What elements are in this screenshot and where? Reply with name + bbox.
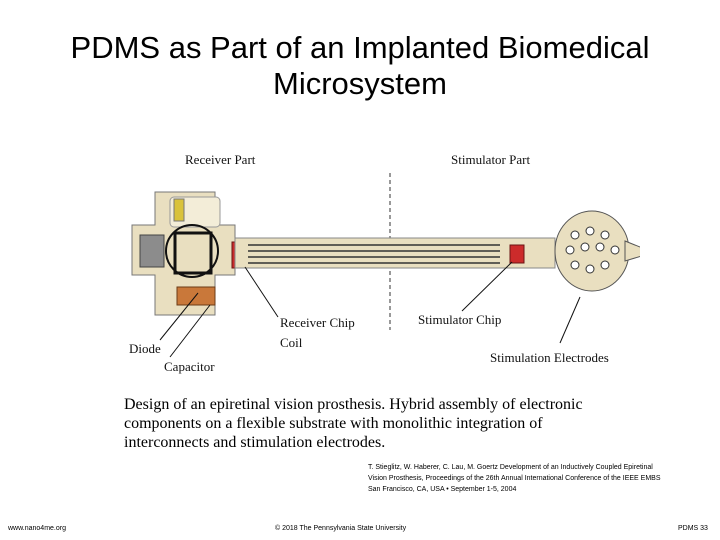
capacitor-pointer	[169, 304, 211, 358]
receiver-chip-pointer	[244, 266, 279, 318]
slide-title: PDMS as Part of an Implanted Biomedical …	[0, 30, 720, 102]
stimulator-chip-pointer	[461, 261, 513, 312]
coil-frame	[173, 231, 213, 275]
figure-caption: Design of an epiretinal vision prosthesi…	[124, 395, 644, 452]
electrode-tab	[624, 240, 646, 262]
reference-line-2: Vision Prosthesis, Proceedings of the 26…	[368, 475, 661, 482]
prosthesis-diagram	[131, 173, 646, 358]
stimulator-chip-block	[509, 244, 525, 264]
footer-page-number: PDMS 33	[678, 525, 708, 532]
caption-line-1: Design of an epiretinal vision prosthesi…	[124, 396, 583, 413]
stimulator-part-label: Stimulator Part	[451, 152, 531, 167]
diode-block	[139, 234, 165, 268]
footer-copyright: © 2018 The Pennsylvania State University	[275, 525, 407, 532]
electrodes-pointer	[559, 296, 581, 344]
caption-line-3: interconnects and stimulation electrodes…	[124, 434, 386, 451]
electrode-dots	[565, 226, 620, 274]
prosthesis-figure: Receiver Part Stimulator Part Receiver C…	[120, 145, 646, 385]
caption-line-2: components on a flexible substrate with …	[124, 415, 543, 432]
reference-citation: T. Stieglitz, W. Haberer, C. Lau, M. Goe…	[368, 462, 713, 495]
title-line-1: PDMS as Part of an Implanted Biomedical	[70, 30, 650, 65]
diode-pointer	[159, 292, 199, 341]
reference-line-3: San Francisco, CA, USA • September 1-5, …	[368, 486, 517, 493]
receiver-chip-label: Receiver Chip	[280, 315, 355, 330]
coil-label: Coil	[280, 335, 303, 350]
stimulator-chip-label: Stimulator Chip	[418, 312, 502, 327]
stimulation-electrodes-label: Stimulation Electrodes	[490, 350, 609, 365]
footer-website: www.nano4me.org	[8, 525, 66, 532]
diode-label: Diode	[129, 341, 161, 356]
gold-component	[173, 198, 185, 222]
reference-line-1: T. Stieglitz, W. Haberer, C. Lau, M. Goe…	[368, 464, 653, 471]
coil-ring	[165, 224, 219, 278]
capacitor-label: Capacitor	[164, 359, 215, 374]
title-line-2: Microsystem	[273, 66, 447, 101]
receiver-part-label: Receiver Part	[185, 152, 256, 167]
